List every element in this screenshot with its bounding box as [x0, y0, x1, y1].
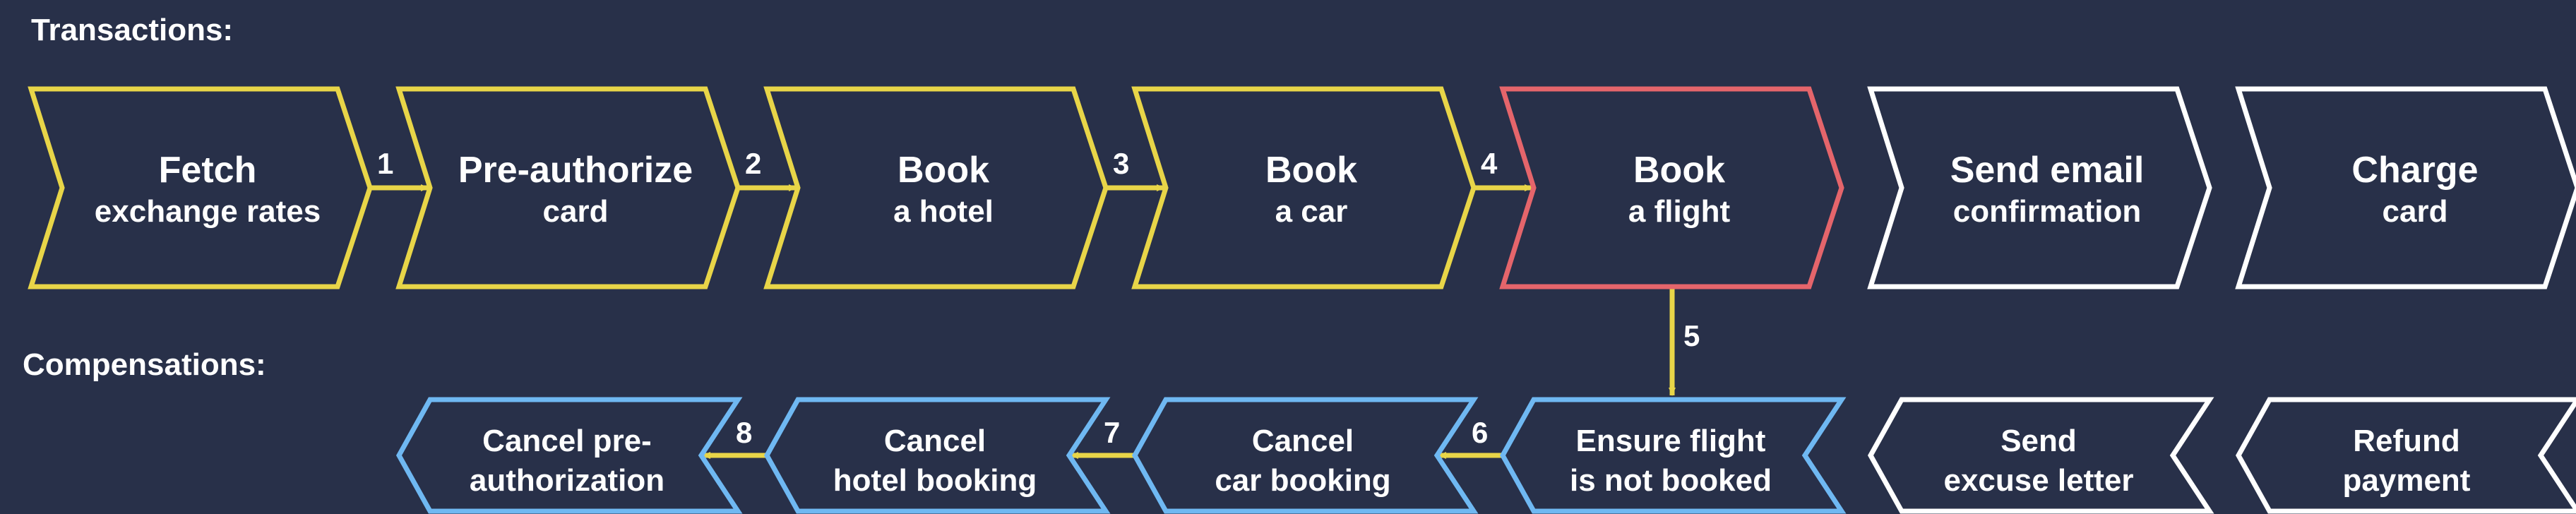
transaction-step-7 [2235, 86, 2576, 289]
transaction-title: Charge [2351, 150, 2478, 191]
compensation-title: Send [2000, 424, 2077, 458]
transaction-step-2 [395, 86, 741, 289]
compensation-title: Cancel [1252, 424, 1354, 458]
step-number-7: 7 [1104, 416, 1120, 449]
transaction-step-1 [28, 86, 373, 289]
transaction-title: Fetch [159, 150, 257, 191]
transaction-subtitle: exchange rates [95, 194, 321, 229]
step-number-1: 1 [377, 147, 393, 180]
compensation-title: Cancel pre- [482, 424, 652, 458]
step-number-4: 4 [1481, 147, 1498, 180]
transaction-title: Book [1265, 150, 1357, 191]
transaction-step-6 [1867, 86, 2212, 289]
compensation-step-2 [763, 397, 1111, 514]
compensation-subtitle: car booking [1215, 463, 1390, 498]
compensation-subtitle: is not booked [1570, 463, 1772, 498]
compensation-title: Cancel [884, 424, 986, 458]
transaction-subtitle: a hotel [893, 194, 994, 229]
transaction-subtitle: a flight [1628, 194, 1731, 229]
transaction-step-4 [1131, 86, 1477, 289]
transaction-step-3 [763, 86, 1109, 289]
compensation-step-5 [1867, 397, 2214, 514]
compensation-title: Refund [2353, 424, 2460, 458]
section-label-transactions: Transactions: [31, 13, 234, 47]
compensation-step-1 [395, 397, 743, 514]
transaction-subtitle: a car [1275, 194, 1348, 229]
arrows-layer [371, 184, 1676, 459]
section-label-compensations: Compensations: [23, 347, 266, 382]
compensation-title: Ensure flight [1576, 424, 1766, 458]
compensation-subtitle: hotel booking [833, 463, 1037, 498]
compensation-step-3 [1131, 397, 1479, 514]
transaction-title: Book [1633, 150, 1725, 191]
compensation-subtitle: excuse letter [1943, 463, 2133, 498]
transaction-subtitle: card [2383, 194, 2448, 229]
compensation-subtitle: payment [2343, 463, 2471, 498]
compensation-step-6 [2235, 397, 2576, 514]
step-number-3: 3 [1113, 147, 1129, 180]
step-number-2: 2 [745, 147, 761, 180]
step-number-8: 8 [736, 416, 752, 449]
transaction-title: Book [898, 150, 989, 191]
step-number-6: 6 [1472, 416, 1488, 449]
transaction-title: Send email [1950, 150, 2145, 191]
transaction-subtitle: confirmation [1953, 194, 2141, 229]
transaction-step-5 [1499, 86, 1844, 289]
step-number-5: 5 [1683, 319, 1700, 352]
shapes-layer [28, 86, 2576, 514]
transaction-title: Pre-authorize [458, 150, 693, 191]
compensation-step-4 [1499, 397, 1847, 514]
transaction-subtitle: card [543, 194, 609, 229]
compensation-subtitle: authorization [470, 463, 664, 498]
